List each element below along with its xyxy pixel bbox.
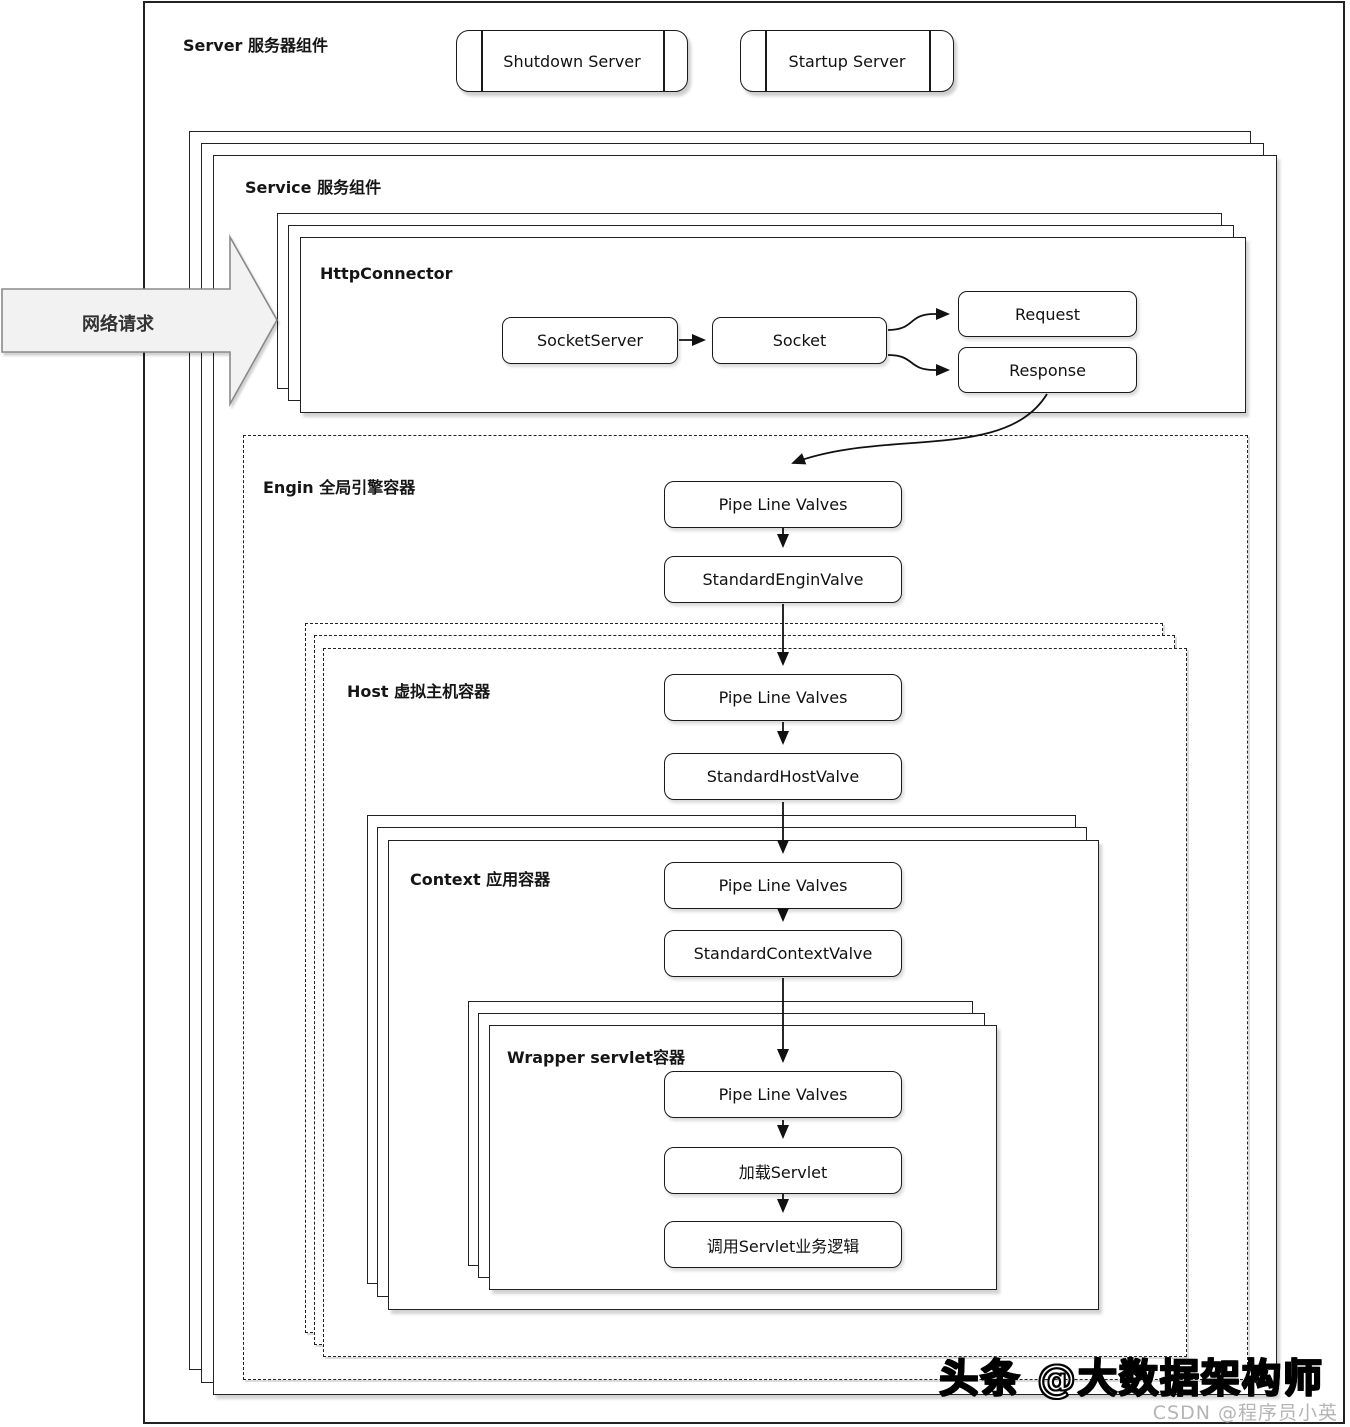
socket-box: Socket <box>712 317 887 364</box>
engine-pipeline-box: Pipe Line Valves <box>664 481 902 528</box>
engine-valve-label: StandardEnginValve <box>702 570 864 589</box>
context-valve-box: StandardContextValve <box>664 930 902 977</box>
wrapper-pipeline-label: Pipe Line Valves <box>718 1085 848 1104</box>
socket-server-label: SocketServer <box>536 331 644 350</box>
invoke-servlet-label: 调用Servlet业务逻辑 <box>706 1236 860 1256</box>
host-pipeline-label: Pipe Line Valves <box>718 688 848 707</box>
context-pipeline-label: Pipe Line Valves <box>718 876 848 895</box>
context-pipeline-box: Pipe Line Valves <box>664 862 902 909</box>
node-divider-left <box>765 31 767 91</box>
wrapper-label: Wrapper servlet容器 <box>507 1048 685 1067</box>
shutdown-server-label: Shutdown Server <box>503 51 641 71</box>
context-valve-label: StandardContextValve <box>693 944 873 963</box>
watermark-csdn: CSDN @程序员小英 <box>1152 1402 1338 1424</box>
engine-label: Engin 全局引擎容器 <box>263 478 416 497</box>
http-connector-label: HttpConnector <box>320 264 453 283</box>
load-servlet-label: 加载Servlet <box>738 1162 828 1182</box>
invoke-servlet-box: 调用Servlet业务逻辑 <box>664 1221 902 1268</box>
node-divider-right <box>929 31 931 91</box>
engine-valve-box: StandardEnginValve <box>664 556 902 603</box>
network-request-arrow <box>1 233 278 408</box>
shutdown-server-node: Shutdown Server <box>456 30 688 92</box>
response-box: Response <box>958 347 1137 393</box>
socket-label: Socket <box>772 331 827 350</box>
host-label: Host 虚拟主机容器 <box>347 682 491 701</box>
host-valve-box: StandardHostValve <box>664 753 902 800</box>
service-label: Service 服务组件 <box>245 178 382 197</box>
startup-server-label: Startup Server <box>788 51 906 71</box>
engine-pipeline-label: Pipe Line Valves <box>718 495 848 514</box>
watermark-toutiao: 头条 @大数据架构师 <box>938 1356 1324 1403</box>
load-servlet-box: 加载Servlet <box>664 1147 902 1194</box>
request-label: Request <box>1015 304 1080 324</box>
node-divider-left <box>481 31 483 91</box>
network-request-label: 网络请求 <box>82 314 154 335</box>
node-divider-right <box>663 31 665 91</box>
response-label: Response <box>1009 360 1086 380</box>
socket-server-box: SocketServer <box>502 317 678 364</box>
host-valve-label: StandardHostValve <box>706 767 860 786</box>
request-box: Request <box>958 291 1137 337</box>
startup-server-node: Startup Server <box>740 30 954 92</box>
host-pipeline-box: Pipe Line Valves <box>664 674 902 721</box>
wrapper-pipeline-box: Pipe Line Valves <box>664 1071 902 1118</box>
server-label: Server 服务器组件 <box>183 36 329 55</box>
context-label: Context 应用容器 <box>410 870 551 889</box>
